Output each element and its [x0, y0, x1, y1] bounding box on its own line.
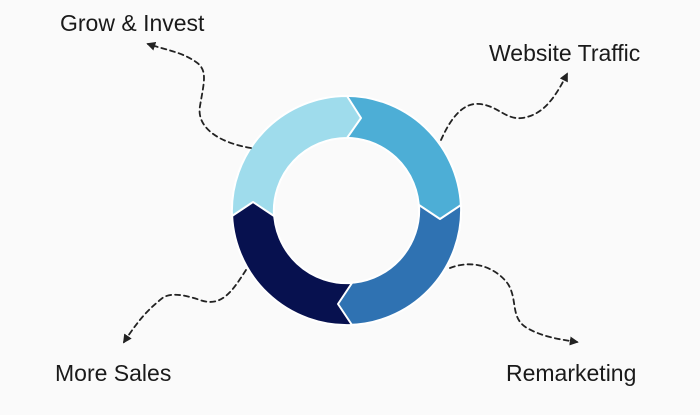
- stage-label-website-traffic: Website Traffic: [489, 40, 641, 66]
- ring-segment-more-sales: [230, 195, 353, 327]
- stage-label-more-sales: More Sales: [55, 360, 172, 386]
- stage-label-remarketing: Remarketing: [506, 360, 637, 386]
- ring-segment-remarketing: [331, 204, 463, 327]
- connector-more-sales-arrow: [123, 269, 247, 344]
- connector-remarketing-arrow: [449, 263, 579, 346]
- connector-website-traffic-arrow: [440, 72, 568, 141]
- stage-label-grow-invest: Grow & Invest: [60, 10, 205, 36]
- ring-segment-grow-invest: [230, 94, 362, 217]
- connector-grow-invest-arrow: [146, 42, 252, 149]
- cycle-ring: [230, 94, 463, 327]
